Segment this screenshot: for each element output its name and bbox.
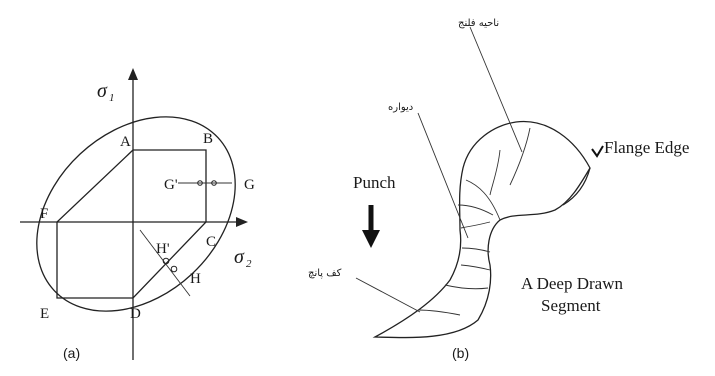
punch-base-leader xyxy=(355,277,421,313)
flange-edge-label: Flange Edge xyxy=(604,138,689,157)
h-prime-marker xyxy=(162,257,170,265)
flange-rim xyxy=(562,167,591,206)
sigma1-subscript: 1 xyxy=(109,92,115,104)
point-g-prime-label: G' xyxy=(164,177,178,193)
segment-label-line1: A Deep Drawn xyxy=(521,274,623,293)
point-f-label: F xyxy=(40,206,48,222)
flange-region-label: ناحیه فلنج xyxy=(458,18,499,29)
wall-label: دیواره xyxy=(388,102,413,113)
section-line xyxy=(460,264,491,271)
section-line xyxy=(489,149,501,196)
wall-leader xyxy=(417,112,469,239)
section-line xyxy=(465,179,501,221)
point-g-label: G xyxy=(244,177,255,193)
section-line xyxy=(509,127,531,186)
sigma2-subscript: 2 xyxy=(246,258,252,270)
point-h-label: H xyxy=(190,271,201,287)
section-line xyxy=(461,247,491,253)
caption-a: (a) xyxy=(63,345,80,361)
h-marker xyxy=(170,265,178,273)
punch-label: Punch xyxy=(353,173,396,192)
point-d-label: D xyxy=(130,306,141,322)
section-line xyxy=(444,284,489,290)
flange-edge-tick xyxy=(591,145,604,158)
point-a-label: A xyxy=(120,134,131,150)
h-line xyxy=(139,229,191,297)
caption-b: (b) xyxy=(452,345,469,361)
panel-a: σ 1 σ 2 A B C D E F G' G H' H (a) xyxy=(20,68,255,361)
section-line xyxy=(457,204,494,216)
g-marker xyxy=(211,180,217,186)
punch-arrow-head xyxy=(362,230,380,248)
point-e-label: E xyxy=(40,306,49,322)
punch-base-label: کف پانچ xyxy=(308,268,342,279)
g-prime-marker xyxy=(197,180,203,186)
point-h-prime-label: H' xyxy=(156,241,170,257)
section-line xyxy=(417,309,461,316)
point-c-label: C xyxy=(206,234,216,250)
panel-b: ناحیه فلنج دیواره کف پانچ Flange Edge Pu… xyxy=(308,18,689,361)
sigma2-axis-arrow xyxy=(236,217,248,227)
sigma1-axis-arrow xyxy=(128,68,138,80)
sigma1-symbol: σ xyxy=(97,80,108,102)
flange-region-leader xyxy=(469,26,523,153)
section-line xyxy=(460,221,491,229)
yield-polygon xyxy=(56,149,207,299)
segment-label-line2: Segment xyxy=(541,296,601,315)
segment-outline xyxy=(372,120,591,339)
point-b-label: B xyxy=(203,131,213,147)
sigma2-symbol: σ xyxy=(234,246,245,268)
yield-ellipse xyxy=(36,116,236,312)
